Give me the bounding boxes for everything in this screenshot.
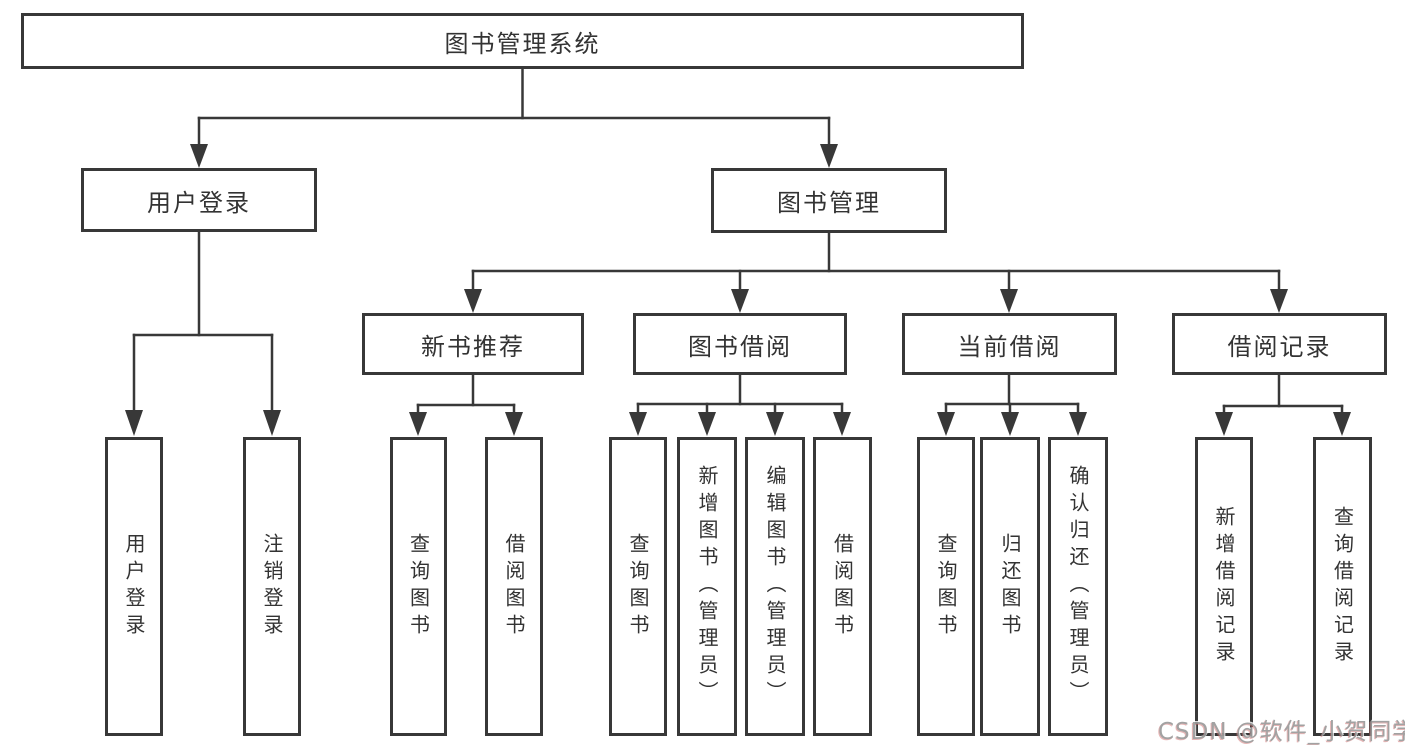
leaf-add-books-admin-label: 新增图书（管理员） bbox=[695, 465, 719, 708]
connector-user-login-to-leaves bbox=[125, 230, 281, 436]
node-current-borrowing: 当前借阅 bbox=[902, 313, 1117, 375]
node-user-login: 用户登录 bbox=[81, 168, 317, 232]
leaf-query-books-recommend-label: 查询图书 bbox=[406, 532, 431, 641]
node-book-borrowing: 图书借阅 bbox=[633, 313, 847, 375]
leaf-add-borrow-record-label: 新增借阅记录 bbox=[1212, 505, 1236, 668]
leaf-logout: 注销登录 bbox=[243, 437, 301, 736]
leaf-edit-books-admin-label: 编辑图书（管理员） bbox=[763, 465, 787, 708]
connector-new-book-to-leaves bbox=[409, 373, 523, 436]
leaf-user-login-label: 用户登录 bbox=[122, 532, 146, 641]
connector-root-to-level2 bbox=[190, 67, 838, 168]
leaf-borrow-books-recommend-label: 借阅图书 bbox=[502, 532, 526, 641]
connector-borrowing-records-to-leaves bbox=[1215, 373, 1351, 436]
leaf-query-books-recommend: 查询图书 bbox=[390, 437, 447, 736]
node-borrowing-records: 借阅记录 bbox=[1172, 313, 1387, 375]
leaf-confirm-return-admin: 确认归还（管理员） bbox=[1048, 437, 1108, 736]
leaf-query-books-current: 查询图书 bbox=[917, 437, 975, 736]
leaf-borrow-books-borrowing-label: 借阅图书 bbox=[830, 532, 855, 641]
csdn-watermark: CSDN @软件_小贺同学 bbox=[1158, 719, 1405, 745]
leaf-logout-label: 注销登录 bbox=[260, 532, 284, 641]
connector-book-borrowing-to-leaves bbox=[629, 373, 851, 436]
leaf-return-books-label: 归还图书 bbox=[998, 532, 1022, 641]
leaf-borrow-books-recommend: 借阅图书 bbox=[485, 437, 543, 736]
leaf-return-books: 归还图书 bbox=[980, 437, 1040, 736]
leaf-user-login: 用户登录 bbox=[105, 437, 163, 736]
leaf-query-books-borrowing-label: 查询图书 bbox=[626, 532, 650, 641]
node-book-management: 图书管理 bbox=[711, 168, 947, 233]
leaf-query-books-borrowing: 查询图书 bbox=[609, 437, 667, 736]
leaf-query-books-current-label: 查询图书 bbox=[934, 532, 958, 641]
leaf-borrow-books-borrowing: 借阅图书 bbox=[813, 437, 872, 736]
leaf-confirm-return-admin-label: 确认归还（管理员） bbox=[1066, 465, 1090, 708]
node-library-system: 图书管理系统 bbox=[21, 13, 1024, 69]
leaf-query-borrow-record-label: 查询借阅记录 bbox=[1330, 505, 1355, 668]
leaf-add-books-admin: 新增图书（管理员） bbox=[677, 437, 737, 736]
node-new-book-recommendation: 新书推荐 bbox=[362, 313, 584, 375]
connector-book-mgmt-to-level3 bbox=[464, 231, 1288, 313]
connector-current-borrowing-to-leaves bbox=[937, 373, 1087, 436]
leaf-edit-books-admin: 编辑图书（管理员） bbox=[745, 437, 805, 736]
leaf-query-borrow-record: 查询借阅记录 bbox=[1313, 437, 1372, 736]
leaf-add-borrow-record: 新增借阅记录 bbox=[1195, 437, 1253, 736]
